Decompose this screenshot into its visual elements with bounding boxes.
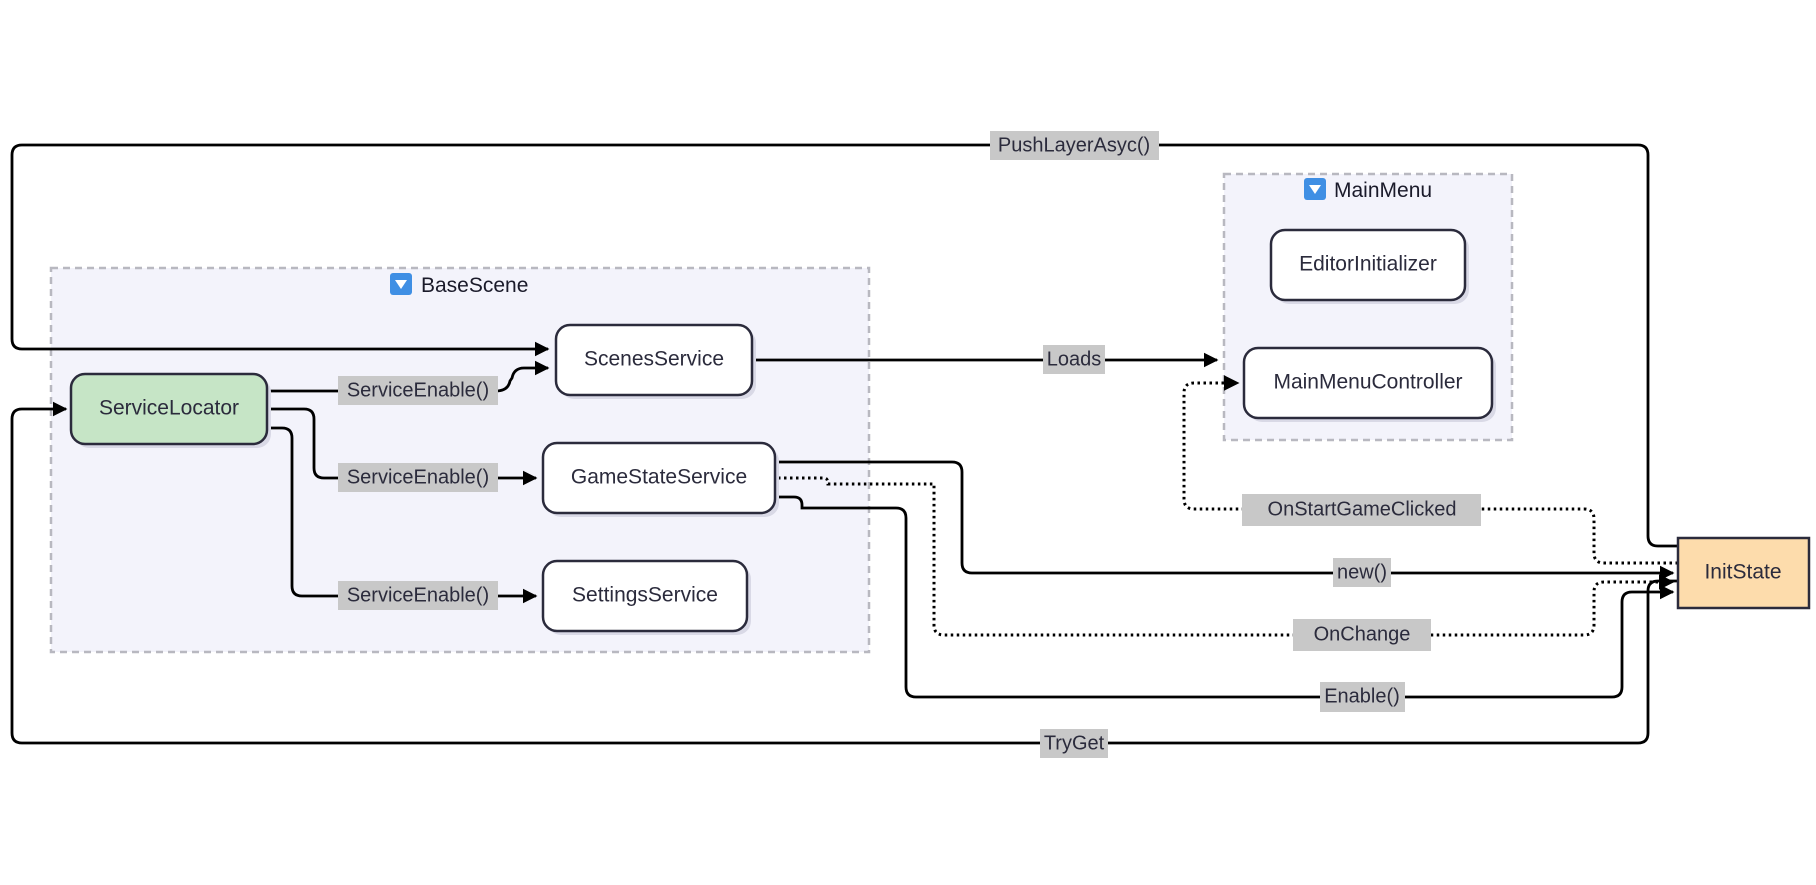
node-init-state[interactable]: InitState [1676, 536, 1811, 610]
edge-service-enable-scenes [268, 360, 550, 393]
edge-label-push-layer-async: PushLayerAsyc() [990, 131, 1159, 160]
svg-text:TryGet: TryGet [1044, 732, 1105, 754]
svg-text:Enable(): Enable() [1324, 685, 1400, 707]
edge-enable [778, 495, 1675, 699]
edge-label-try-get: TryGet [1040, 729, 1108, 758]
svg-text:PushLayerAsyc(): PushLayerAsyc() [998, 134, 1150, 156]
svg-text:ServiceEnable(): ServiceEnable() [347, 379, 489, 401]
node-scenes-service-label: ScenesService [584, 348, 724, 371]
edge-service-enable-game-state [268, 407, 538, 486]
svg-text:ServiceEnable(): ServiceEnable() [347, 466, 489, 488]
collapse-triangle-icon[interactable] [390, 273, 412, 295]
edge-label-on-start-game-clicked: OnStartGameClicked [1242, 494, 1481, 526]
svg-text:OnStartGameClicked: OnStartGameClicked [1268, 498, 1457, 520]
node-game-state-service[interactable]: GameStateService [541, 441, 779, 517]
node-editor-initializer-label: EditorInitializer [1299, 253, 1437, 276]
edge-label-service-enable-game-state: ServiceEnable() [338, 463, 498, 492]
edge-label-new: new() [1333, 558, 1391, 587]
node-main-menu-controller[interactable]: MainMenuController [1242, 346, 1496, 422]
node-main-menu-controller-label: MainMenuController [1273, 371, 1462, 394]
edge-label-loads: Loads [1043, 345, 1105, 374]
node-service-locator[interactable]: ServiceLocator [69, 372, 271, 448]
edge-label-service-enable-scenes: ServiceEnable() [338, 376, 498, 405]
edge-service-enable-settings [268, 426, 538, 604]
node-init-state-label: InitState [1704, 561, 1781, 584]
edge-on-start-game-clicked [1182, 375, 1678, 565]
svg-text:OnChange: OnChange [1314, 623, 1411, 645]
group-main-menu-title: MainMenu [1334, 179, 1432, 202]
edge-push-layer-async [10, 143, 1678, 548]
edge-new [778, 460, 1675, 581]
collapse-triangle-icon[interactable] [1304, 178, 1326, 200]
node-editor-initializer[interactable]: EditorInitializer [1269, 228, 1469, 304]
svg-text:new(): new() [1337, 561, 1387, 583]
edge-try-get [10, 401, 1678, 745]
edge-label-on-change: OnChange [1293, 619, 1431, 651]
node-game-state-service-label: GameStateService [571, 466, 747, 489]
edge-on-change [778, 476, 1675, 637]
edge-label-enable: Enable() [1320, 682, 1405, 712]
node-service-locator-label: ServiceLocator [99, 397, 239, 420]
svg-text:ServiceEnable(): ServiceEnable() [347, 584, 489, 606]
edge-label-service-enable-settings: ServiceEnable() [338, 581, 498, 610]
svg-text:Loads: Loads [1047, 348, 1102, 370]
group-base-scene-title: BaseScene [421, 274, 528, 297]
node-settings-service[interactable]: SettingsService [541, 559, 751, 635]
node-settings-service-label: SettingsService [572, 584, 718, 607]
node-scenes-service[interactable]: ScenesService [554, 323, 756, 399]
